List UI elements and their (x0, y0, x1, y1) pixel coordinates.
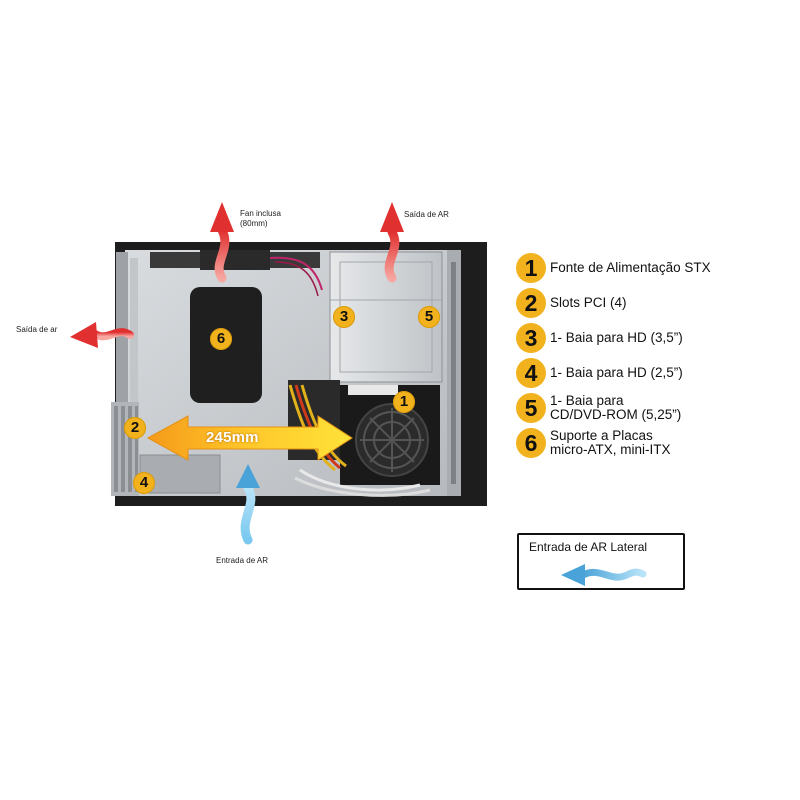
bottom-intake-arrow (236, 464, 260, 545)
side-intake-panel: Entrada de AR Lateral (517, 533, 685, 590)
blue-airflow-arrow-left-icon (561, 564, 647, 586)
legend-item-hdd-35-bay: 3 1- Baia para HD (3,5”) (516, 323, 683, 353)
legend-text-line1: Slots PCI (4) (550, 295, 627, 310)
legend-text: Suporte a Placas micro-ATX, mini-ITX (550, 429, 671, 457)
legend-text: 1- Baia para HD (3,5”) (550, 331, 683, 345)
legend-number: 4 (516, 358, 546, 388)
legend-text: Fonte de Alimentação STX (550, 261, 711, 275)
fan-label-line1: Fan inclusa (240, 209, 281, 218)
legend-number: 5 (516, 393, 546, 423)
fan-label-line2: (80mm) (240, 219, 268, 228)
badge-pci-slots: 2 (124, 417, 146, 439)
dimension-arrow (146, 415, 353, 461)
exhaust-side-label: Saída de ar (16, 325, 58, 334)
legend-text-line1: Fonte de Alimentação STX (550, 260, 711, 275)
dimension-label: 245mm (206, 429, 259, 446)
legend-number: 1 (516, 253, 546, 283)
top-exhaust-arrow (380, 202, 404, 283)
legend-text-line2: CD/DVD-ROM (5,25”) (550, 407, 682, 422)
badge-hdd-35-bay: 3 (333, 306, 355, 328)
badge-hdd-25-bay: 4 (133, 472, 155, 494)
legend-text-line2: micro-ATX, mini-ITX (550, 442, 671, 457)
side-intake-title: Entrada de AR Lateral (529, 540, 648, 554)
intake-bottom-label: Entrada de AR (216, 556, 269, 565)
legend-item-optical-bay: 5 1- Baia para CD/DVD-ROM (5,25”) (516, 393, 681, 423)
legend-number: 3 (516, 323, 546, 353)
side-exhaust-arrow (70, 322, 134, 348)
legend-text-line1: 1- Baia para (550, 393, 624, 408)
legend-text: 1- Baia para CD/DVD-ROM (5,25”) (550, 394, 681, 422)
legend-item-motherboard-support: 6 Suporte a Placas micro-ATX, mini-ITX (516, 428, 671, 458)
legend-item-pci-slots: 2 Slots PCI (4) (516, 288, 627, 318)
exhaust-top-label: Saída de AR (404, 210, 449, 219)
legend-text-line1: 1- Baia para HD (3,5”) (550, 330, 683, 345)
legend-text-line1: Suporte a Placas (550, 428, 653, 443)
legend-number: 6 (516, 428, 546, 458)
legend-text: Slots PCI (4) (550, 296, 627, 310)
badge-optical-bay: 5 (418, 306, 440, 328)
legend-text-line1: 1- Baia para HD (2,5”) (550, 365, 683, 380)
legend-number: 2 (516, 288, 546, 318)
power-supply (340, 385, 440, 485)
legend-item-power-supply: 1 Fonte de Alimentação STX (516, 253, 711, 283)
badge-power-supply: 1 (393, 391, 415, 413)
legend-item-hdd-25-bay: 4 1- Baia para HD (2,5”) (516, 358, 683, 388)
legend-text: 1- Baia para HD (2,5”) (550, 366, 683, 380)
badge-motherboard-support: 6 (210, 328, 232, 350)
fan-exhaust-arrow (210, 202, 234, 283)
fan-label: Fan inclusa (80mm) (240, 209, 281, 229)
